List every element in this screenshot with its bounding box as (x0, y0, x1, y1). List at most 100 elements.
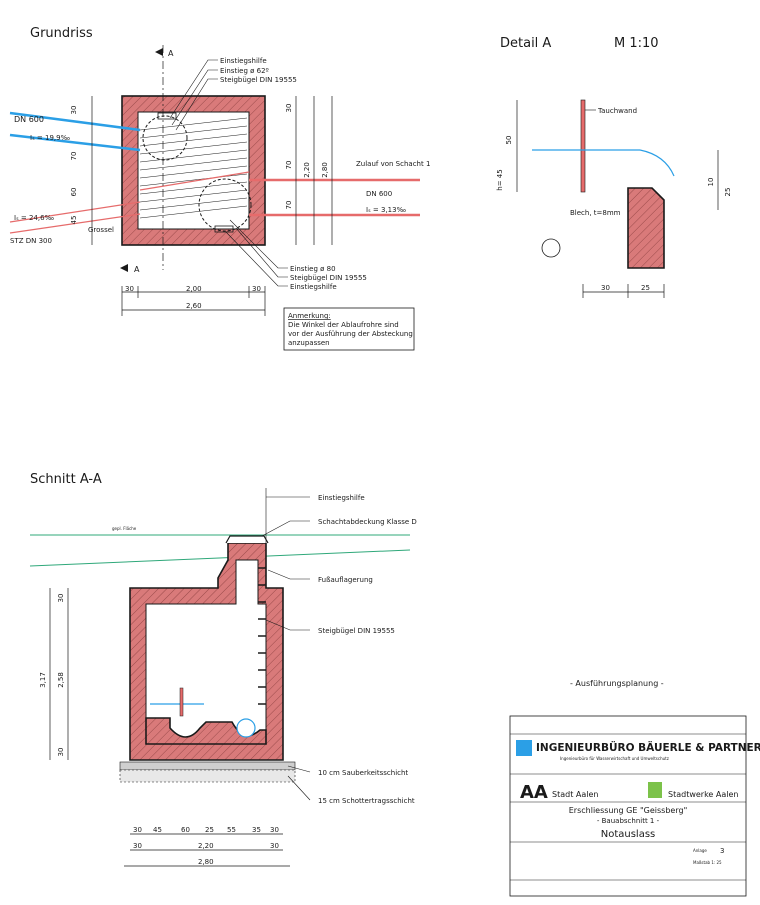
detail-a: Tauchwand Blech, t=8mm 50 h= 45 10 25 30… (496, 99, 732, 298)
leader-schnitt-2 (261, 520, 310, 537)
schnitt-dim-b1-2: 60 (181, 826, 190, 834)
detail-dim-bottom-0: 30 (601, 284, 610, 292)
label-zulauf: Zulauf von Schacht 1 (356, 160, 430, 168)
dim-left-2: 60 (70, 188, 78, 197)
label-stz-dn300: STZ DN 300 (10, 237, 52, 245)
grundriss-plan: DN 600 Iₛ = 19,9‰ Iₛ = 24,6‰ Grossel STZ… (9, 45, 430, 351)
section-mark-top: A (168, 49, 174, 58)
stadt-logo: AA (520, 782, 548, 803)
dim-left-1: 70 (70, 152, 78, 161)
stadtwerke-logo (648, 782, 662, 798)
leader-schnitt-6 (287, 775, 311, 801)
leader-top-3 (175, 78, 218, 131)
label-slope-left-bottom: Iₛ = 24,6‰ (14, 214, 55, 222)
leader-bottom-3 (225, 231, 288, 287)
schnitt-dim-b1-1: 45 (153, 826, 162, 834)
manhole-bottom-circle (198, 178, 252, 232)
label-slope-left-top: Iₛ = 19,9‰ (30, 134, 71, 142)
dim-right-3: 2,20 (303, 162, 311, 178)
schnitt-dim-b2-0: 30 (133, 842, 142, 850)
ladder-rungs (258, 567, 266, 705)
schnitt-dim-total: 2,80 (198, 858, 214, 866)
ground-line-slope (29, 549, 411, 567)
label-dn600-right: DN 600 (366, 190, 392, 198)
label-tauchwand: Tauchwand (597, 107, 637, 115)
leader-schnitt-3 (267, 569, 310, 580)
remark-line-1: Die Winkel der Ablaufrohre sind (288, 321, 399, 329)
title-block-frame (509, 715, 747, 897)
leader-top-2 (171, 69, 218, 126)
section-arrow-bottom (120, 264, 128, 272)
schnitt-dim-left-1: 2,58 (57, 672, 65, 688)
detail-dim-left: 50 (505, 136, 513, 145)
section-bench (145, 717, 267, 745)
leader-bottom-2 (235, 227, 288, 278)
einstiegshilfe-bottom (214, 225, 234, 233)
label-slope-right: Iₛ = 3,13‰ (366, 206, 407, 214)
leader-schnitt-4 (265, 619, 310, 631)
remark-title: Anmerkung: (288, 312, 331, 320)
manhole-cover (225, 535, 269, 544)
plan-interior (137, 111, 250, 230)
detail-symbol (541, 238, 561, 258)
schottertragsschicht (119, 769, 296, 783)
pipe-red-left-bottom (9, 213, 141, 234)
callout-steigbuegel-top: Steigbügel DIN 19555 (220, 76, 297, 84)
pipe-blue-bottom (9, 133, 141, 152)
pipe-blue-top (9, 111, 141, 132)
einstiegshilfe-top (157, 112, 177, 120)
callout-steigbuegel-section: Steigbügel DIN 19555 (318, 627, 395, 635)
dim-left-0: 30 (70, 106, 78, 115)
detail-weir-wall (627, 187, 665, 269)
detail-dim-right-1: 25 (724, 188, 732, 197)
dim-right-0: 30 (285, 104, 293, 113)
stage-label: - Ausführungsplanung - (570, 679, 664, 688)
schnitt-dim-b1-5: 35 (252, 826, 261, 834)
schnitt-dim-b1-4: 55 (227, 826, 236, 834)
dim-right-2: 70 (285, 201, 293, 210)
section-arrow-top (155, 48, 163, 56)
heading-detail: Detail A (500, 36, 551, 51)
massstab: Maßstab 1: 25 (693, 860, 722, 865)
dim-bottom-total: 2,60 (186, 302, 202, 310)
callout-einstiegshilfe-top: Einstiegshilfe (220, 57, 267, 65)
client-left: Stadt Aalen (552, 790, 598, 799)
leader-top-1 (169, 59, 218, 119)
label-gelande: gepl. Fläche (112, 526, 137, 531)
office-logo (516, 740, 532, 756)
sauberkeitsschicht (119, 761, 296, 771)
drawing-title: Notauslass (601, 829, 656, 840)
leader-bottom-1 (229, 219, 288, 269)
project-title: Erschliessung GE "Geissberg" (569, 806, 688, 815)
dim-right-1: 70 (285, 161, 293, 170)
manhole-top-circle (142, 115, 188, 161)
office-name: INGENIEURBÜRO BÄUERLE & PARTNER (536, 740, 760, 754)
office-subtitle: Ingenieurbüro für Wasserwirtschaft und U… (560, 756, 669, 761)
callout-fussauflagerung: Fußauflagerung (318, 576, 373, 584)
callout-einstieg-62: Einstieg ø 62º (220, 67, 269, 75)
callout-einstiegshilfe-bottom: Einstiegshilfe (290, 283, 337, 291)
pipe-red-diag (139, 171, 250, 191)
label-blech: Blech, t=8mm (570, 209, 621, 217)
schnitt-dim-b2-1: 2,20 (198, 842, 214, 850)
schnitt-dim-left-0: 3,17 (39, 672, 47, 688)
dim-bottom-1: 2,00 (186, 285, 202, 293)
callout-steigbuegel-bottom: Steigbügel DIN 19555 (290, 274, 367, 282)
detail-dim-bottom-1: 25 (641, 284, 650, 292)
dim-left-3: 45 (70, 216, 78, 225)
tauchwand-plate (580, 99, 586, 193)
pipe-red-left-top (9, 201, 141, 223)
schnitt-dim-b1-6: 30 (270, 826, 279, 834)
project-section: - Bauabschnitt 1 - (597, 817, 660, 825)
schnitt-dim-left-3: 30 (57, 748, 65, 757)
schnitt-dim-left-2: 30 (57, 594, 65, 603)
anlage-value: 3 (720, 847, 724, 855)
label-dn600-left: DN 600 (14, 115, 44, 124)
section-tauchwand (179, 687, 184, 717)
callout-sauberkeitsschicht: 10 cm Sauberkeitsschicht (318, 769, 408, 777)
heading-grundriss: Grundriss (30, 26, 93, 41)
remark-line-2: vor der Ausführung der Absteckung (288, 330, 413, 338)
schnitt-dim-b1-0: 30 (133, 826, 142, 834)
detail-dim-left2: h= 45 (496, 169, 504, 190)
